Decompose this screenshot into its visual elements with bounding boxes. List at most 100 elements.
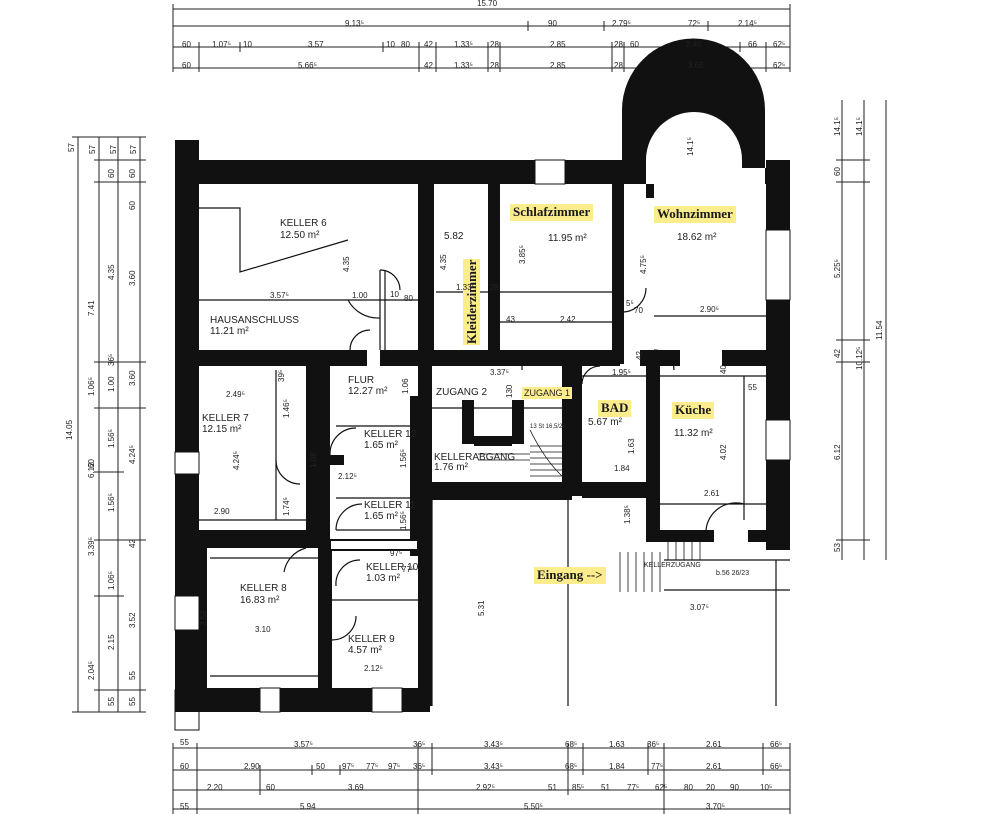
room-keller10-area: 1.03 m² [366, 573, 400, 584]
left-dimension-lines [72, 136, 146, 713]
dim-k7-w2: 2.90 [214, 507, 230, 516]
dim-k12-156: 1.56⁵ [399, 449, 408, 468]
dim-bot-r2-0: 60 [180, 762, 189, 771]
dim-sz-h: 3.85⁵ [518, 245, 527, 264]
dim-top-r2-7: 1.33⁵ [454, 40, 473, 49]
dim-k10-77: 77⁵ [402, 565, 415, 574]
room-kleiderzimmer-area: 5.82 [444, 231, 464, 242]
dim-top-r3-0: 60 [182, 61, 191, 70]
dim-bot-r3-3: 2.92⁵ [476, 783, 495, 792]
dim-bot-r2-6: 36⁵ [413, 762, 426, 771]
dim-sz-43: 43 [506, 315, 515, 324]
dim-right-r2-0: 14.1⁵ [855, 117, 864, 136]
dim-bad-w: 1.95⁵ [612, 368, 631, 377]
dim-bot-r4-3: 3.70⁵ [706, 802, 725, 811]
dim-bad-h: 1.63 [627, 438, 636, 454]
dim-k7-146: 1.46⁵ [282, 399, 291, 418]
room-flur-area: 12.27 m² [348, 386, 388, 397]
dim-k9-w: 2.12⁵ [364, 664, 383, 673]
room-zugang2-name: ZUGANG 2 [436, 387, 488, 398]
dim-left-r4-5: 55 [128, 671, 137, 680]
dim-stair-note: 13 St 16,5/26 [530, 424, 566, 430]
dim-bot-r3-1: 60 [266, 783, 275, 792]
dim-left-r1-1: 7.41 [87, 300, 96, 316]
dim-wz-h: 4.75⁵ [639, 255, 648, 274]
room-keller8-area: 16.83 m² [240, 595, 280, 606]
dim-left-r1-3: 1.06⁵ [87, 377, 96, 396]
dim-bad-42: 42 [635, 351, 644, 360]
dim-top-r2-0: 60 [182, 40, 191, 49]
room-keller7-name: KELLER 7 [202, 413, 249, 424]
dim-right-r1-0: 14.1⁵ [833, 117, 842, 136]
dim-right-r1-1: 60 [833, 167, 842, 176]
dim-bot-r3-8: 62⁵ [655, 783, 668, 792]
thin-lines [199, 207, 790, 706]
dim-bot-r3-11: 90 [730, 783, 739, 792]
dim-right-total: 11.54 [875, 320, 884, 340]
dim-top-r3-5: 2.85 [550, 61, 566, 70]
dim-d3: 80 [404, 294, 413, 303]
dim-bot-r2-2: 50 [316, 762, 325, 771]
dim-bot-r3-2: 3.69 [348, 783, 364, 792]
dim-bot-r2-12: 66⁵ [770, 762, 783, 771]
dim-k-w: 2.61 [704, 489, 720, 498]
room-schlafzimmer-name: Schlafzimmer [510, 204, 594, 221]
dim-bot-r3-5: 85⁵ [572, 783, 585, 792]
dim-bot-r3-7: 77⁵ [627, 783, 640, 792]
dim-right-r1-2: 5.25⁵ [833, 259, 842, 278]
dim-kz-28: 28 [490, 283, 499, 292]
dim-kz-h: 4.35 [439, 254, 448, 270]
dim-bot-r2-4: 77⁵ [366, 762, 379, 771]
dim-bot-r4-1: 5.94 [300, 802, 316, 811]
dim-top-r1-2: 2.79⁵ [612, 19, 631, 28]
dim-top-r3-3: 1.33⁵ [454, 61, 473, 70]
dim-k7-174: 1.74⁵ [282, 497, 291, 516]
dim-left-r2-8: 55 [107, 697, 116, 706]
dim-bot-r1-4: 68⁵ [565, 740, 578, 749]
dim-top-r1-4: 2.14⁵ [738, 19, 757, 28]
dim-bot-r1-2: 36⁵ [413, 740, 426, 749]
walls [174, 38, 791, 731]
dim-left-r3-5: 1.56⁵ [107, 493, 116, 512]
room-kellerzugang-name: KELLERZUGANG [644, 562, 701, 569]
dim-left-r2-5: 60 [87, 459, 96, 468]
dim-flur-108: 1.08 [309, 452, 318, 468]
dim-bot-r3-6: 51 [601, 783, 610, 792]
dim-bot-r3-10: 20 [706, 783, 715, 792]
room-kleiderzimmer-name: Kleiderzimmer [463, 258, 480, 345]
dim-top-r2-8: 28 [490, 40, 499, 49]
dim-k6-height: 4.35 [342, 256, 351, 272]
dim-k8-h: 3.52 [199, 610, 208, 626]
room-bad-name: BAD [598, 400, 632, 417]
room-keller11-name: KELLER 11 [364, 500, 416, 511]
dim-top-r1-0: 9.13⁵ [345, 19, 364, 28]
dim-top-r1-3: 72⁵ [688, 19, 701, 28]
room-kueche-name: Küche [672, 402, 715, 419]
dim-wz-w: 2.90⁵ [700, 305, 719, 314]
room-kueche-area: 11.32 m² [674, 428, 713, 439]
dim-bot-r2-11: 2.61 [706, 762, 722, 771]
dim-left-total: 14.05 [65, 419, 74, 440]
dim-top-r2-3: 3.57 [308, 40, 324, 49]
dim-zg-w: 3.37⁵ [490, 368, 509, 377]
dim-top-r2-10: 28 [614, 40, 623, 49]
dim-bot-r1-0: 55 [180, 738, 189, 747]
dim-k7-39: 39⁵ [277, 369, 286, 382]
dim-left-r3-7: 2.15 [107, 634, 116, 650]
dim-bot-r4-2: 5.50⁵ [524, 802, 543, 811]
dim-flur-106: 1.06 [401, 378, 410, 394]
dim-bad-w2: 1.84 [614, 464, 630, 473]
dim-wz-55: 5⁵ [626, 299, 634, 308]
dim-top-r2-11: 60 [630, 40, 639, 49]
room-wohnzimmer-name: Wohnzimmer [654, 206, 736, 223]
dim-bot-r1-5: 1.63 [609, 740, 625, 749]
dim-top-r3-6: 28 [614, 61, 623, 70]
dim-zgang-h: 5.31 [477, 600, 486, 616]
dim-left-r2-6: 3.39⁵ [87, 537, 96, 556]
dim-bot-r4-0: 55 [180, 802, 189, 811]
top-dimension-lines [172, 4, 791, 72]
dim-top-r3-2: 42 [424, 61, 433, 70]
room-zugang1-name: ZUGANG 1 [522, 387, 573, 399]
dim-sz-w: 2.42 [560, 315, 576, 324]
